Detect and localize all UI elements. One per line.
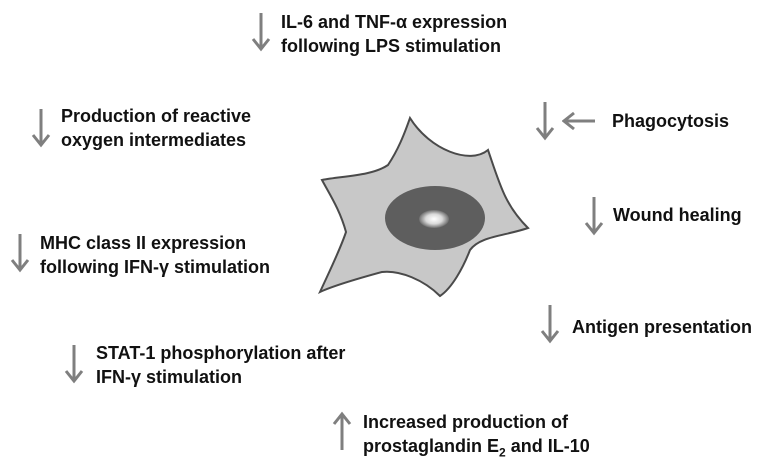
effect-line: Antigen presentation [572, 317, 753, 337]
effect-line: MHC class II expression [40, 233, 247, 253]
effect-line: following LPS stimulation [281, 36, 501, 56]
effect-label-antigen-presentation: Antigen presentation [572, 315, 752, 339]
decrease-arrow-icon [30, 108, 52, 148]
effect-line: STAT-1 phosphorylation after [96, 343, 346, 363]
effect-line: Increased production of [363, 412, 569, 432]
decrease-arrow-icon [63, 344, 85, 384]
effect-line: Phagocytosis [612, 111, 730, 131]
decrease-arrow-icon [534, 101, 556, 141]
effect-text: and IL-10 [505, 436, 590, 456]
effect-label-mhc: MHC class II expression following IFN-γ … [40, 231, 270, 279]
effect-line: prostaglandin E2 and IL-10 [363, 434, 590, 460]
effect-label-stat1: STAT-1 phosphorylation after IFN-γ stimu… [96, 341, 345, 389]
effect-label-wound-healing: Wound healing [613, 203, 742, 227]
effect-line: IL-6 and TNF-α expression [281, 12, 508, 32]
decrease-arrow-icon [9, 233, 31, 273]
effect-line: Production of reactive [61, 106, 252, 126]
subscript-2: 2 [499, 445, 506, 460]
decrease-arrow-icon [250, 12, 272, 52]
effect-line: following IFN-γ stimulation [40, 257, 270, 277]
effect-label-il6: IL-6 and TNF-α expression following LPS … [281, 10, 507, 58]
decrease-arrow-icon [583, 196, 605, 236]
decrease-arrow-icon [539, 304, 561, 344]
nucleolus [419, 210, 449, 228]
effect-label-prostaglandin: Increased production of prostaglandin E2… [363, 410, 590, 460]
effect-line: Wound healing [613, 205, 742, 225]
arrow-left-icon [562, 110, 596, 132]
effect-line: oxygen intermediates [61, 130, 247, 150]
effect-label-phagocytosis: Phagocytosis [612, 109, 729, 133]
effect-label-ros: Production of reactive oxygen intermedia… [61, 104, 251, 152]
effect-text: prostaglandin E [363, 436, 500, 456]
effect-line: IFN-γ stimulation [96, 367, 243, 387]
increase-arrow-icon [331, 411, 353, 451]
